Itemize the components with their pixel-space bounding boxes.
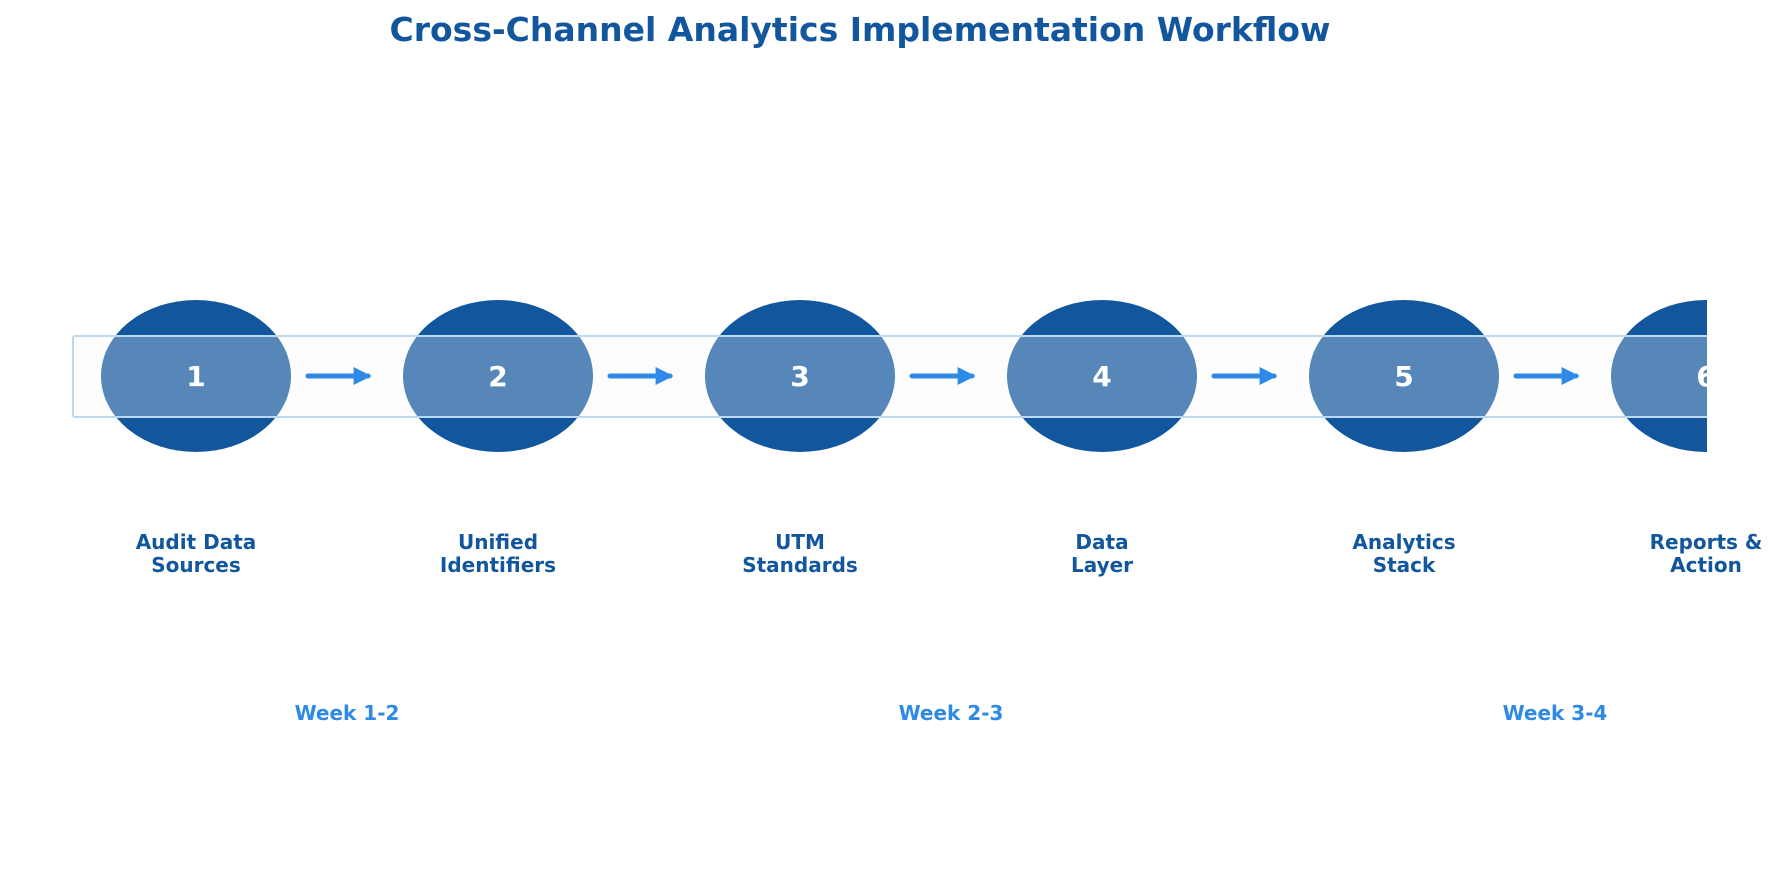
step-number-5: 5 [1394,360,1413,393]
step-label-2: Unified Identifiers [439,530,557,577]
step-number-2: 2 [488,360,507,393]
step-circles [101,300,1707,452]
step-number-6: 6 [1696,360,1715,393]
workflow-band [72,335,1707,418]
phase-label-3: Week 3-4 [1502,701,1608,725]
step-label-6: Reports & Action [1649,530,1763,577]
step-label-3: UTM Standards [742,530,858,577]
step-numbers: 1 2 3 4 5 6 [186,360,1715,393]
step-circle-2 [403,300,593,452]
step-label-4: Data Layer [1070,530,1134,577]
step-label-1: Audit Data Sources [135,530,257,577]
step-circle-5 [1309,300,1499,452]
phase-label-1: Week 1-2 [294,701,400,725]
step-circle-3 [705,300,895,452]
step-number-4: 4 [1092,360,1111,393]
step-circle-1 [101,300,291,452]
step-circle-4 [1007,300,1197,452]
step-number-3: 3 [790,360,809,393]
step-number-1: 1 [186,360,205,393]
diagram-title: Cross-Channel Analytics Implementation W… [389,10,1331,49]
phase-label-2: Week 2-3 [898,701,1004,725]
step-label-5: Analytics Stack [1352,530,1456,577]
step-circle-6 [1611,300,1707,452]
